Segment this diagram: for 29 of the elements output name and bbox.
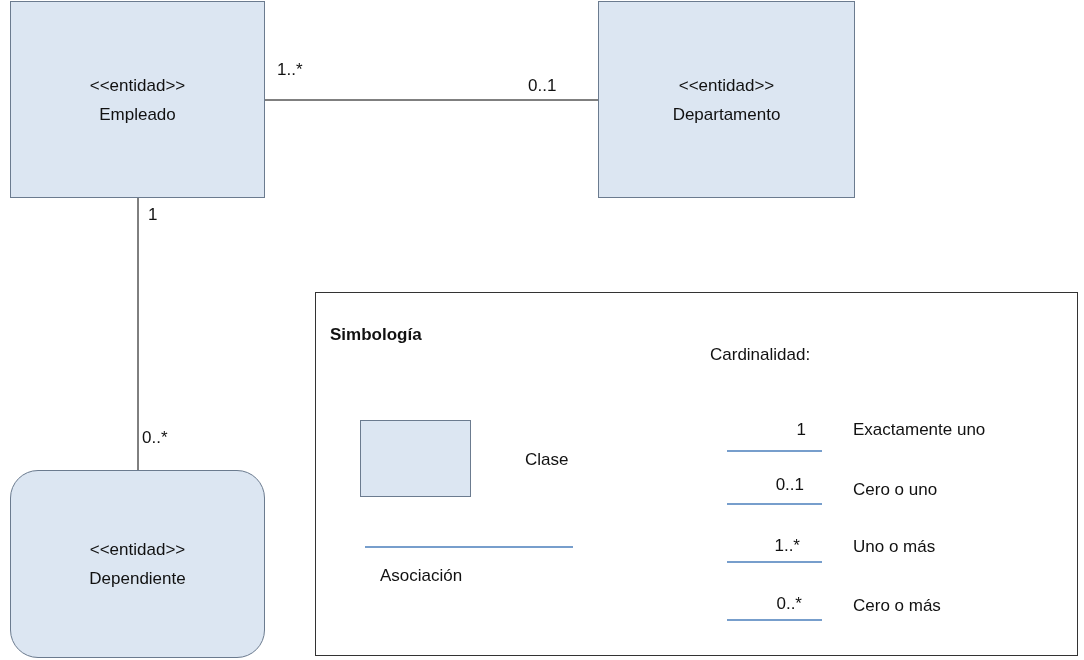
multiplicity-label: 1 <box>148 205 158 225</box>
multiplicity-label: 0..1 <box>775 475 804 495</box>
legend-text: Uno o más <box>853 537 936 557</box>
class-box <box>598 1 855 198</box>
multiplicity-label: 0..* <box>142 428 168 448</box>
class-box <box>10 1 265 198</box>
legend-heading: Cardinalidad: <box>710 345 811 365</box>
legend-text: Cero o más <box>853 596 941 616</box>
legend-text: Asociación <box>380 566 463 586</box>
class-sample-box <box>360 420 471 497</box>
legend-text: Exactamente uno <box>853 420 986 440</box>
legend-text: Clase <box>525 450 569 470</box>
association-line <box>137 197 139 471</box>
stereotype-label: <<entidad>> <box>678 74 775 97</box>
legend-panel <box>315 292 1078 656</box>
class-box <box>10 470 265 658</box>
class-name: Empleado <box>99 103 176 126</box>
stereotype-label: <<entidad>> <box>89 74 186 97</box>
multiplicity-label: 0..* <box>776 594 802 614</box>
legend-title: Simbología <box>330 325 422 345</box>
class-name: Departamento <box>672 103 781 126</box>
association-line <box>264 99 599 101</box>
multiplicity-label: 1..* <box>774 536 800 556</box>
legend-text: Cero o uno <box>853 480 938 500</box>
stereotype-label: <<entidad>> <box>89 539 186 561</box>
class-name: Dependiente <box>89 568 186 590</box>
multiplicity-label: 1 <box>796 420 806 440</box>
multiplicity-label: 1..* <box>277 60 303 80</box>
multiplicity-label: 0..1 <box>528 76 557 96</box>
